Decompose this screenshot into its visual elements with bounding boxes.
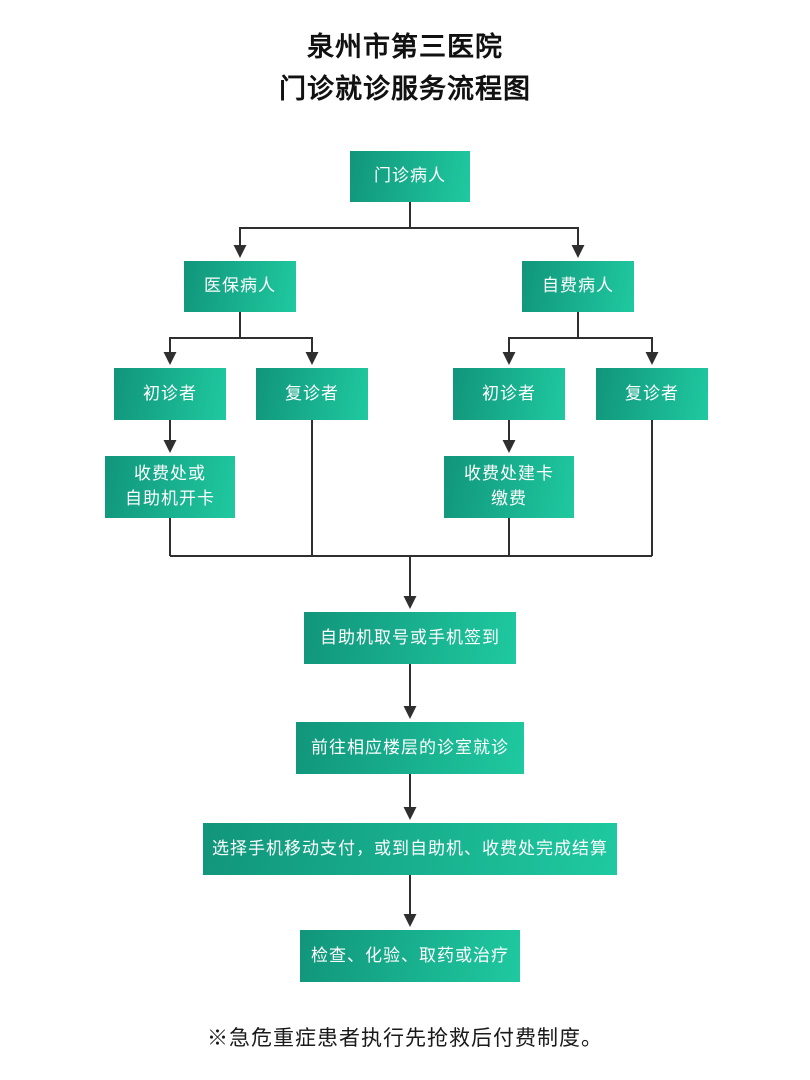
- node-create-card-pay: 收费处建卡 缴费: [444, 456, 574, 518]
- page-title: 泉州市第三医院 门诊就诊服务流程图: [0, 26, 810, 110]
- node-label: 检查、化验、取药或治疗: [311, 945, 509, 965]
- node-go-to-clinic: 前往相应楼层的诊室就诊: [296, 722, 524, 774]
- page-title-line1: 泉州市第三医院: [307, 32, 503, 62]
- node-return-visit-insured: 复诊者: [256, 368, 368, 420]
- node-outpatient-patient: 门诊病人: [350, 151, 470, 202]
- node-label: 初诊者: [143, 383, 197, 403]
- node-label: 初诊者: [482, 383, 536, 403]
- node-label: 自费病人: [542, 276, 614, 296]
- node-label: 复诊者: [625, 383, 679, 403]
- node-label: 收费处或 自助机开卡: [125, 464, 215, 508]
- node-label: 自助机取号或手机签到: [320, 627, 500, 647]
- node-exam-treatment: 检查、化验、取药或治疗: [300, 930, 520, 982]
- node-open-card: 收费处或 自助机开卡: [105, 456, 235, 518]
- node-label: 收费处建卡 缴费: [464, 464, 554, 508]
- node-label: 复诊者: [285, 383, 339, 403]
- node-return-visit-selfpay: 复诊者: [596, 368, 708, 420]
- node-take-number-checkin: 自助机取号或手机签到: [304, 612, 516, 664]
- page-title-line2: 门诊就诊服务流程图: [279, 74, 531, 104]
- node-label: 选择手机移动支付，或到自助机、收费处完成结算: [212, 838, 608, 858]
- node-label: 医保病人: [204, 276, 276, 296]
- node-insured-patient: 医保病人: [184, 261, 296, 312]
- node-label: 前往相应楼层的诊室就诊: [311, 737, 509, 757]
- footnote: ※急危重症患者执行先抢救后付费制度。: [207, 1027, 603, 1050]
- node-label: 门诊病人: [374, 166, 446, 186]
- node-first-visit-insured: 初诊者: [114, 368, 226, 420]
- node-settle-payment: 选择手机移动支付，或到自助机、收费处完成结算: [203, 823, 617, 875]
- node-selfpay-patient: 自费病人: [522, 261, 634, 312]
- node-first-visit-selfpay: 初诊者: [453, 368, 565, 420]
